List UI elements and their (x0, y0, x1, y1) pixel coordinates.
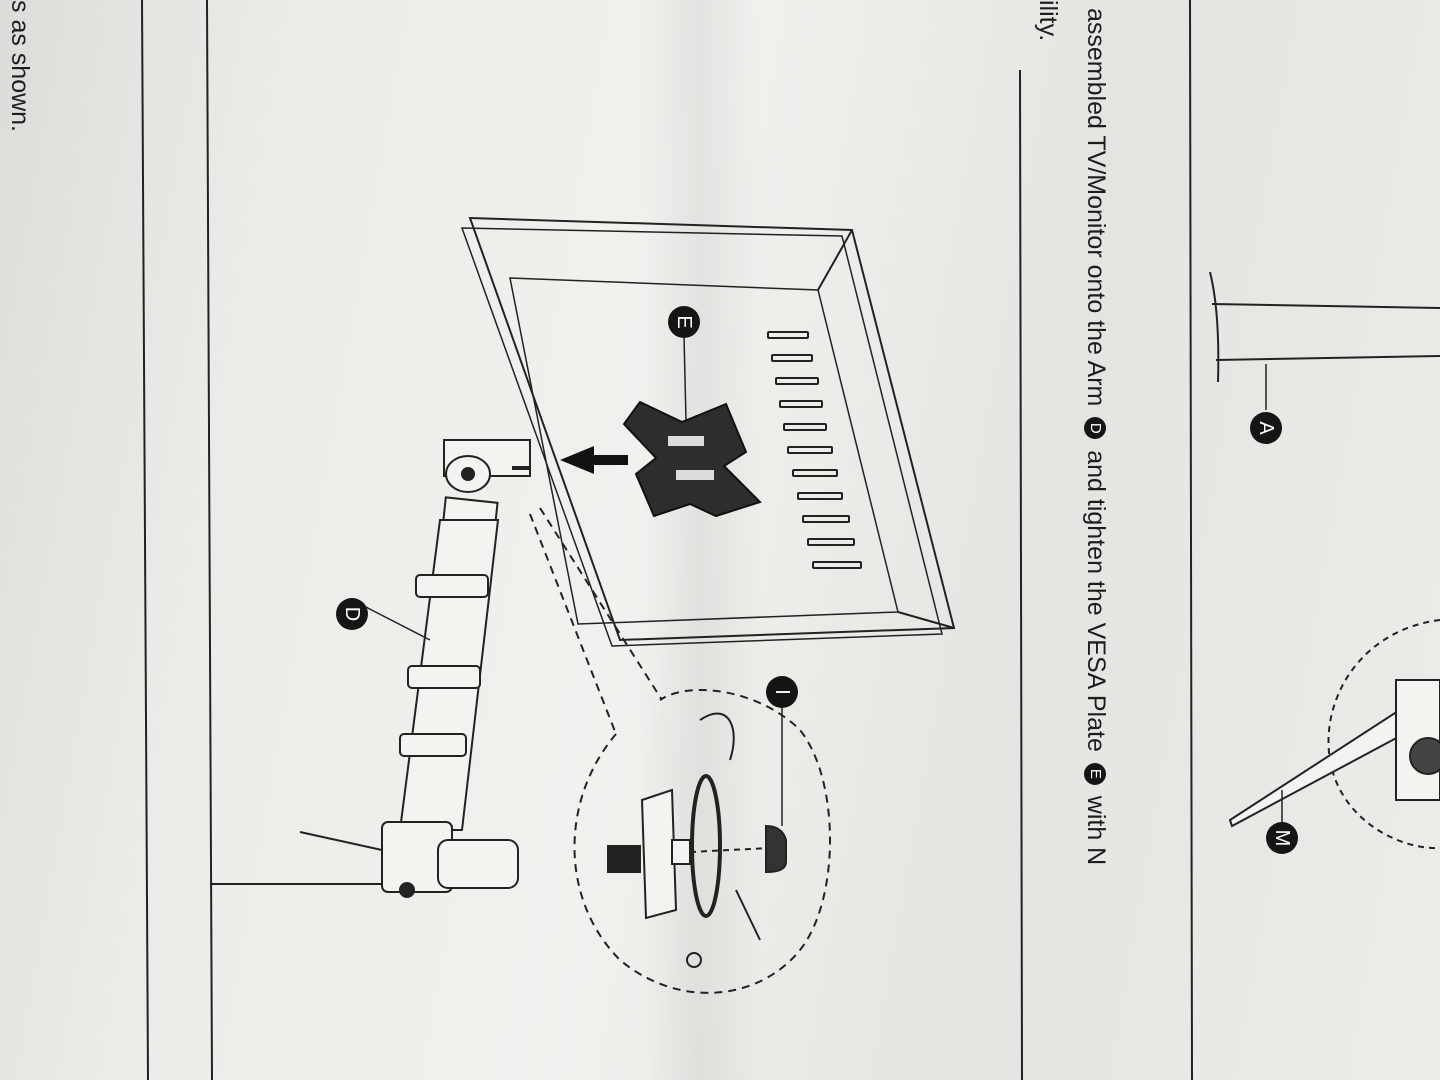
detail-bolt-drawing (607, 706, 787, 968)
monitor-vent-slots (767, 331, 862, 569)
label-vesa-plate: E (668, 306, 700, 338)
panel-border-right (1019, 69, 1023, 1080)
label-wrench: M (1266, 822, 1298, 854)
panel-border-left-inner (206, 0, 213, 1080)
detail-callout-lines (529, 507, 831, 994)
wrench-detail-drawing (1228, 619, 1440, 850)
label-nut: I (766, 676, 798, 708)
panel-border-left-outer (141, 0, 149, 1080)
vesa-badge-inline: E (1083, 762, 1106, 785)
pole-drawing (1209, 271, 1440, 410)
label-pole: A (1250, 412, 1282, 444)
label-arm: D (336, 598, 368, 630)
arm-drawing (210, 439, 531, 898)
footer-instruction: s as shown. (6, 0, 34, 133)
monitor-drawing (460, 216, 956, 647)
instruction-text-3: with N (1082, 795, 1110, 866)
arm-badge-inline: D (1083, 417, 1106, 440)
instruction-text-1: assembled TV/Monitor onto the Arm (1082, 8, 1110, 407)
instruction-text-2: and tighten the VESA Plate (1082, 450, 1110, 752)
instruction-line-2: ility. (1034, 0, 1062, 42)
panel-border-far-right (1189, 0, 1193, 1080)
attach-arrow (560, 446, 628, 474)
instruction-line-1: assembled TV/Monitor onto the Arm D and … (1081, 8, 1110, 865)
vesa-plate-drawing (622, 335, 762, 518)
